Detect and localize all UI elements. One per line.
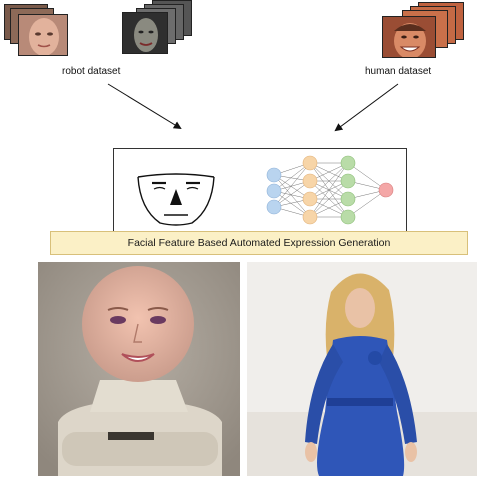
- framework-box: [113, 148, 407, 232]
- human-face-image: [382, 16, 436, 58]
- robot-dataset-label: robot dataset: [62, 66, 121, 77]
- robot-face-image: [18, 14, 68, 56]
- robot-arrow: [107, 83, 182, 130]
- robot-face-stack-2: [112, 0, 192, 54]
- dataset-arrows: [107, 83, 399, 132]
- face-sketch-icon: [137, 173, 215, 226]
- human-face-stack: [382, 2, 472, 58]
- neural-network-icon: [266, 155, 394, 225]
- human-dataset-group: human dataset: [340, 0, 480, 80]
- framework-title: Facial Feature Based Automated Expressio…: [50, 231, 468, 255]
- robot-face-image-2: [122, 12, 168, 54]
- human-dataset-label: human dataset: [365, 66, 432, 77]
- humanoid-robot-photo: [247, 262, 477, 476]
- robot-face-stack-1: [4, 4, 68, 56]
- robot-dataset-group: robot dataset: [0, 0, 200, 80]
- human-arrow: [334, 83, 399, 132]
- robot-head-photo: [38, 262, 240, 476]
